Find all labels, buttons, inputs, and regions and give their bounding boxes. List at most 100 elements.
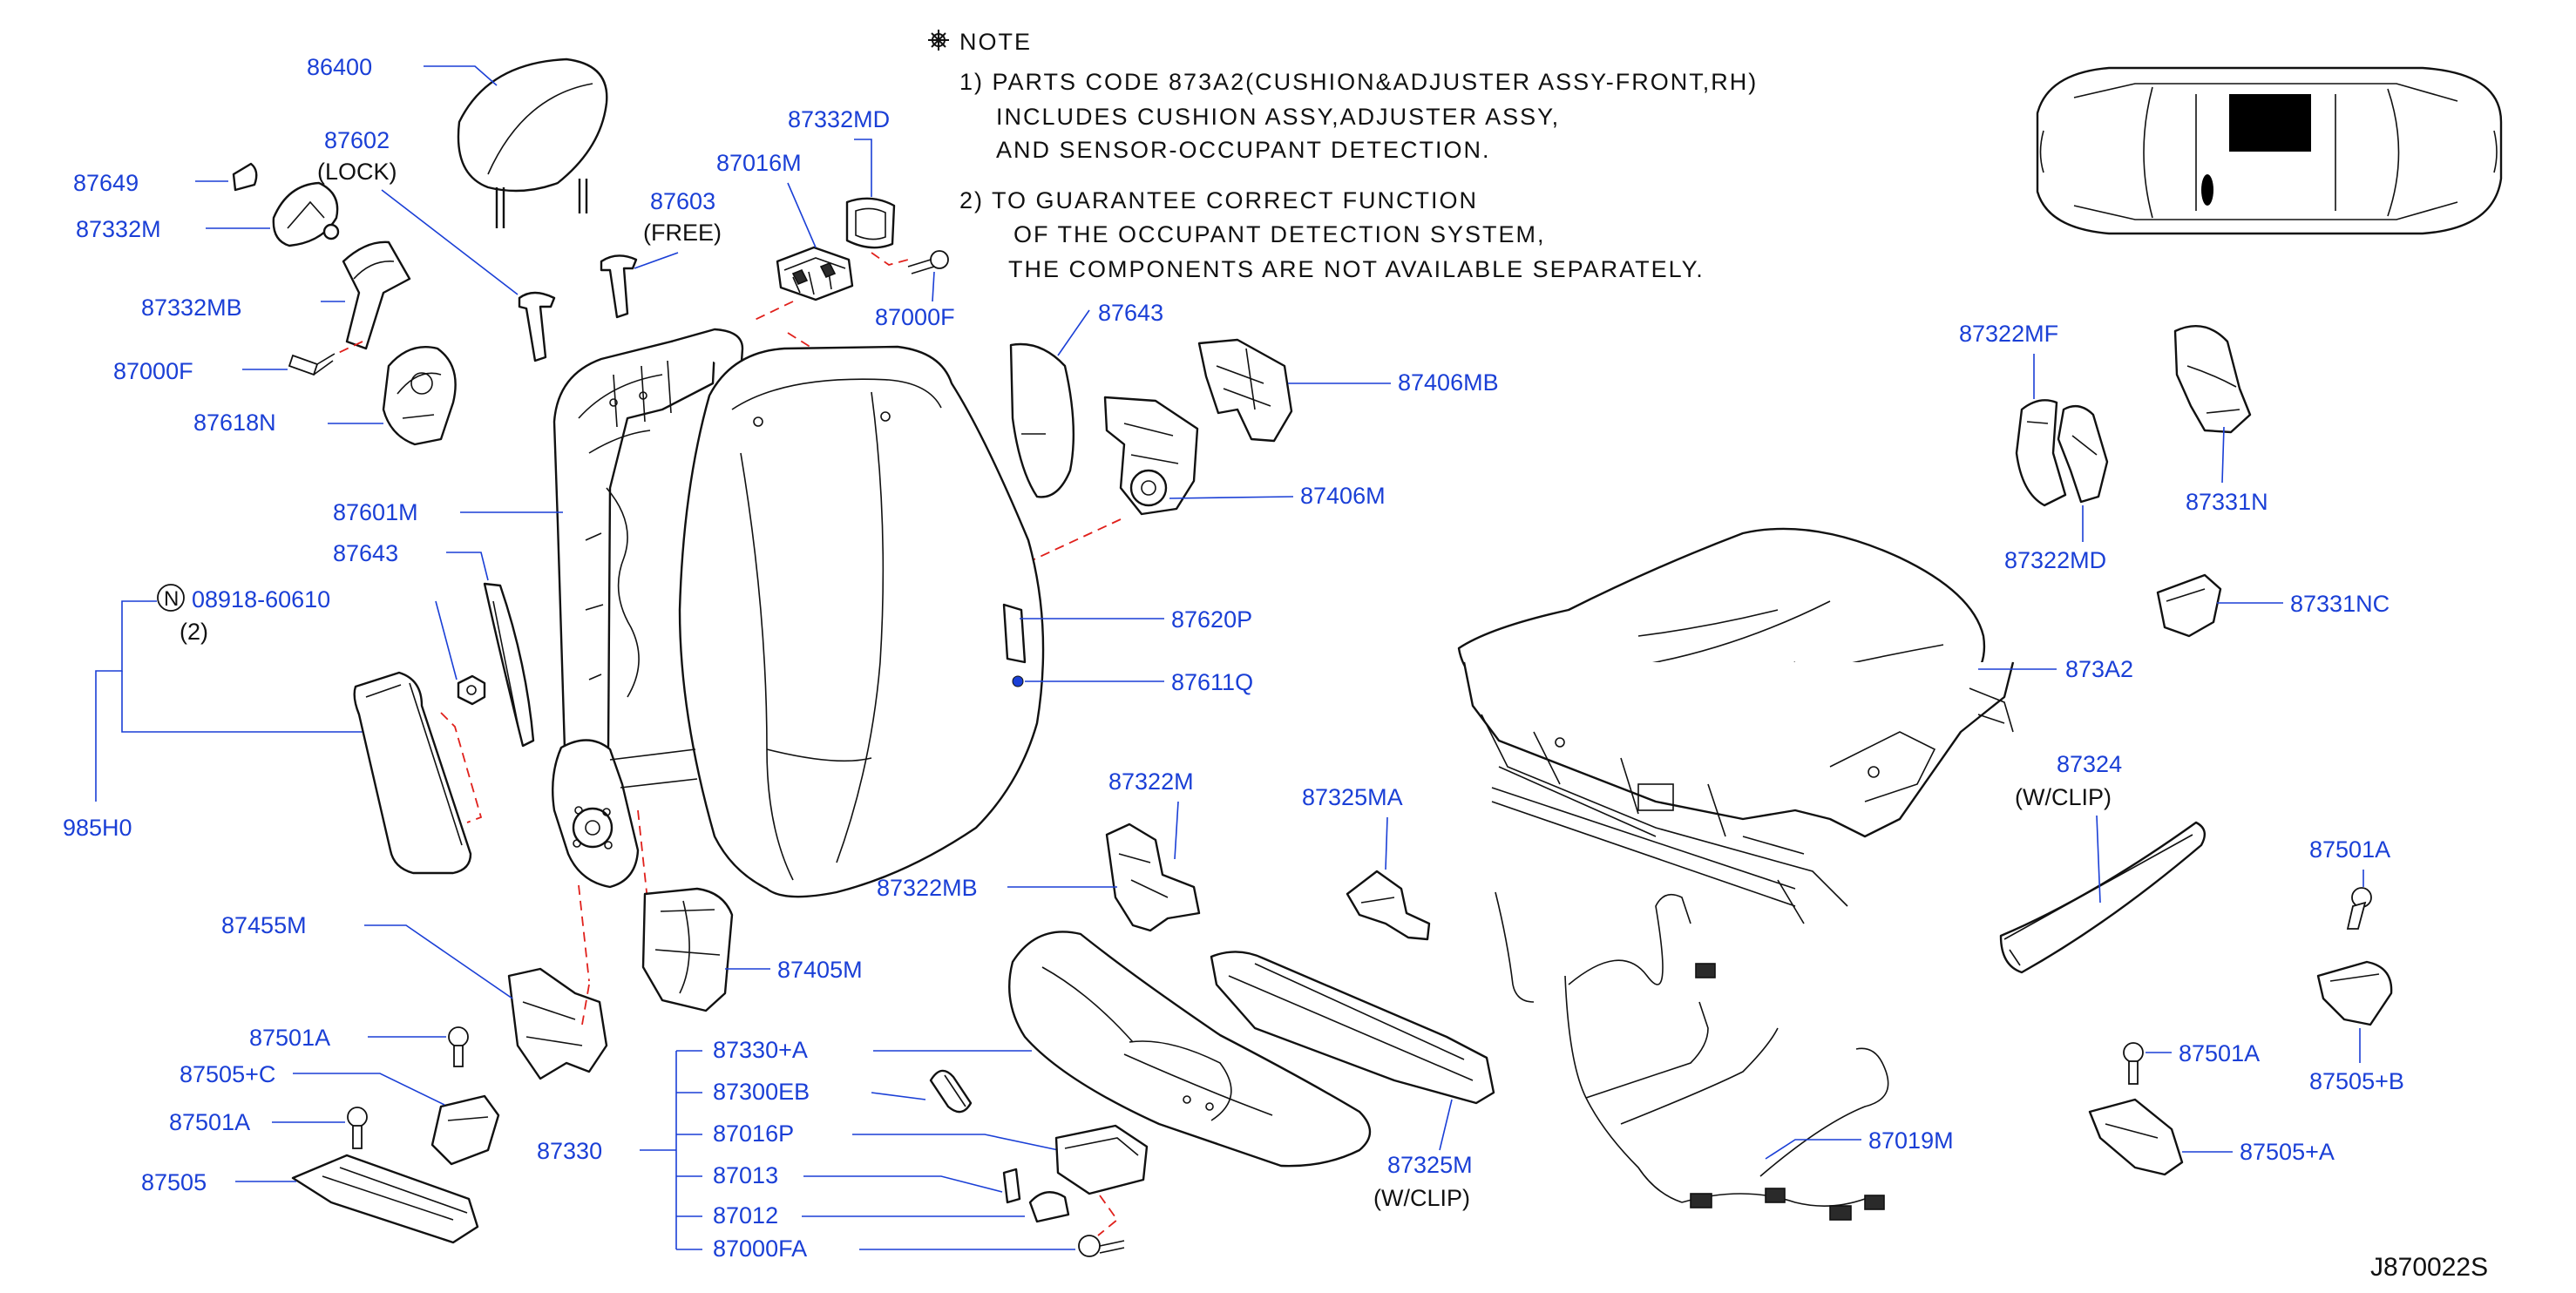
callout-87000F-left: 87000F	[113, 358, 193, 384]
callout-87643-top: 87643	[1098, 300, 1163, 326]
note-line-1c: AND SENSOR-OCCUPANT DETECTION.	[996, 137, 1491, 163]
callout-86400: 86400	[307, 54, 372, 80]
callout-87505: 87505	[141, 1169, 207, 1195]
switch-87016M	[776, 246, 854, 301]
cover-87505B	[2316, 960, 2393, 1026]
vehicle-locator-illustration	[2036, 66, 2503, 235]
callout-87611Q: 87611Q	[1171, 669, 1253, 695]
callout-87330A: 87330+A	[713, 1037, 808, 1063]
cover-87331N	[2173, 325, 2252, 434]
sensor-dot-87611Q	[1012, 675, 1024, 687]
callout-87643-left: 87643	[333, 540, 398, 566]
cover-87505	[291, 1154, 479, 1244]
knob-87013	[1002, 1168, 1021, 1204]
callout-87332MB: 87332MB	[141, 294, 242, 321]
cover-87322M	[1105, 823, 1201, 932]
guide-87602	[518, 291, 556, 362]
trim-87643-left	[483, 582, 535, 748]
callout-87505A: 87505+A	[2240, 1139, 2335, 1165]
note-block: NOTE 1) PARTS CODE 873A2(CUSHION&ADJUSTE…	[928, 29, 1758, 282]
callout-87501A-right: 87501A	[2309, 836, 2390, 863]
cover-87406M	[1103, 396, 1199, 516]
caption-wclip-a: (W/CLIP)	[2015, 784, 2112, 810]
callout-87012: 87012	[713, 1202, 778, 1229]
finisher-87324	[1999, 821, 2207, 974]
steering-wheel-marker	[2201, 174, 2213, 206]
note-line-1a: 1) PARTS CODE 873A2(CUSHION&ADJUSTER ASS…	[959, 69, 1758, 95]
recliner-mechanism	[552, 739, 698, 889]
callout-87620P: 87620P	[1171, 606, 1252, 633]
cover-87331NC	[2156, 573, 2222, 638]
callout-87405M: 87405M	[777, 957, 863, 983]
harness-87019M	[1495, 891, 1889, 1221]
callout-87300EB: 87300EB	[713, 1079, 810, 1105]
bolt-87501A-right2	[2123, 1042, 2144, 1085]
callout-87016M: 87016M	[716, 150, 802, 176]
nut-08918-60610	[457, 674, 486, 706]
seatback-pad	[678, 345, 1045, 898]
screw-87000F-top	[907, 250, 949, 274]
callout-87406MB: 87406MB	[1398, 369, 1499, 396]
callout-87603: 87603	[650, 188, 715, 214]
knob-87012	[1028, 1191, 1070, 1223]
callout-87013: 87013	[713, 1162, 778, 1188]
callout-87325M: 87325M	[1387, 1152, 1473, 1178]
cover-87322MD	[2057, 404, 2109, 504]
caption-qty-2: (2)	[180, 619, 208, 645]
callout-87501A-right2: 87501A	[2179, 1040, 2260, 1066]
callout-87322M: 87322M	[1108, 768, 1194, 795]
cap-87649	[232, 162, 258, 192]
callout-87322MF: 87322MF	[1959, 321, 2058, 347]
callout-87618N: 87618N	[193, 410, 276, 436]
screw-87000F-left	[288, 353, 336, 376]
callout-87332M: 87332M	[76, 216, 161, 242]
bolt-87501A-left2	[347, 1107, 368, 1149]
callout-87501A-left: 87501A	[249, 1025, 330, 1051]
callout-08918-60610: 08918-60610	[192, 586, 330, 613]
highlighted-seat-marker	[2229, 94, 2311, 152]
callout-873A2: 873A2	[2065, 656, 2133, 682]
callout-87324: 87324	[2057, 751, 2122, 777]
callout-87602: 87602	[324, 127, 390, 153]
note-line-2c: THE COMPONENTS ARE NOT AVAILABLE SEPARAT…	[1008, 256, 1705, 282]
callout-87000F-top: 87000F	[875, 304, 955, 330]
headrest-86400	[457, 58, 608, 228]
callout-87322MB: 87322MB	[877, 875, 978, 901]
asterisk-note-icon	[928, 30, 949, 51]
cover-87406MB	[1197, 338, 1293, 443]
callout-87501A-left2: 87501A	[169, 1109, 250, 1135]
guide-lock-87332M	[272, 181, 340, 247]
trim-87643-top	[1009, 342, 1075, 498]
callout-87331N: 87331N	[2186, 489, 2268, 515]
cover-87505A	[2088, 1098, 2184, 1176]
cover-87322MF	[2015, 399, 2067, 507]
cover-87332MB	[342, 240, 411, 350]
cushion-adjuster-873A2	[1457, 527, 2015, 924]
cover-87405M	[641, 887, 734, 1012]
cover-87455M	[507, 967, 608, 1080]
cover-87325MA	[1346, 870, 1431, 941]
note-title: NOTE	[959, 29, 1032, 55]
note-line-2b: OF THE OCCUPANT DETECTION SYSTEM,	[1013, 221, 1546, 247]
caption-free: (FREE)	[643, 220, 722, 246]
note-line-1b: INCLUDES CUSHION ASSY,ADJUSTER ASSY,	[996, 104, 1560, 130]
callout-87016P: 87016P	[713, 1120, 794, 1147]
caption-wclip-b: (W/CLIP)	[1373, 1185, 1470, 1211]
callout-87601M: 87601M	[333, 499, 418, 525]
callout-87332MD: 87332MD	[788, 106, 890, 132]
bezel-87332MD	[845, 197, 896, 249]
caption-lock: (LOCK)	[317, 159, 397, 185]
callout-87649: 87649	[73, 170, 139, 196]
screw-87000FA	[1078, 1235, 1125, 1257]
switch-87016P	[1054, 1124, 1149, 1236]
seat-side-finisher-87330	[1008, 931, 1372, 1168]
n-symbol-icon: N	[157, 584, 185, 612]
callout-87455M: 87455M	[221, 912, 307, 938]
seatback-frame-87601M	[552, 328, 744, 768]
bolt-87501A-right	[2346, 887, 2372, 930]
side-airbag-985H0	[353, 671, 472, 875]
cover-87505C	[430, 1094, 500, 1166]
callout-87325MA: 87325MA	[1302, 784, 1403, 810]
callout-985H0: 985H0	[63, 815, 132, 841]
